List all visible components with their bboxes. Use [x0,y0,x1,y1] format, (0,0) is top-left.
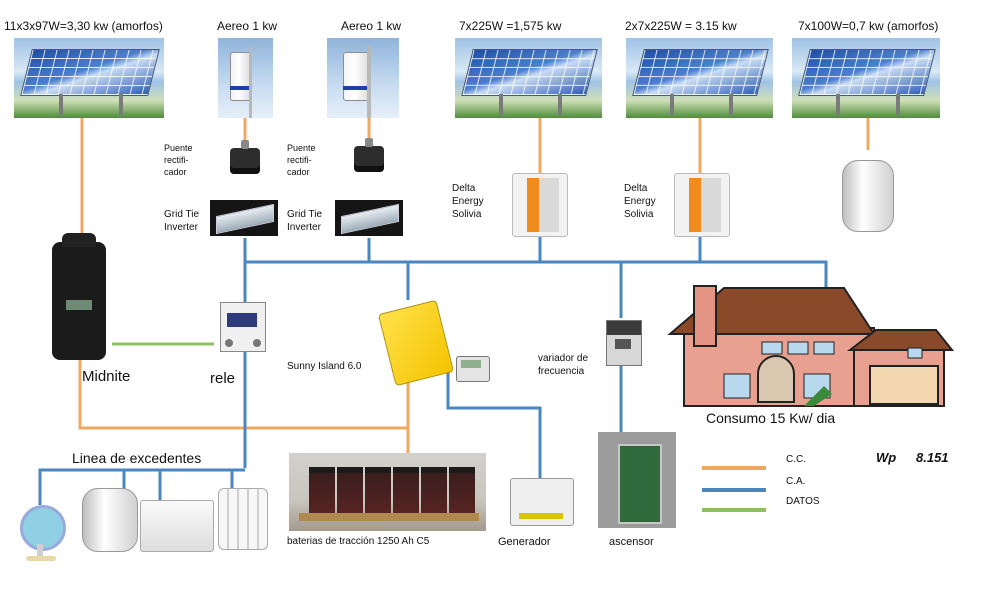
wp-value: 8.151 [916,450,949,465]
puente-1-label: Puente rectifi- cador [164,143,193,177]
rele-label: rele [210,370,236,387]
grid-tie-2-label: Grid Tie Inverter [287,209,323,233]
delta-1-label: Delta Energy Solivia [452,183,484,220]
panel-7x225-label: 7x225W =1,575 kw [459,19,562,33]
frequency-drive-icon [606,320,642,366]
wp-label: Wp [876,450,897,465]
radiator-icon [218,488,268,550]
fan-stand [37,544,43,558]
remote-display-icon [456,356,490,382]
sunny-island-label: Sunny Island 6.0 [287,361,362,372]
excedentes-label: Linea de excedentes [72,450,202,466]
aereo-2-label: Aereo 1 kw [341,19,402,33]
solar-panel-photo [14,38,164,118]
rectifier-bridge-icon [230,140,260,174]
fan-base [26,556,56,561]
rectifier-bridge-icon [354,138,384,172]
battery-bank-photo [289,453,486,531]
house-illustration [667,285,954,407]
water-heater-icon [82,488,138,552]
solar-panel-photo [626,38,773,118]
variador-label: variador de frecuencia [538,353,589,377]
legend-cc-label: C.C. [786,454,806,465]
delta-inverter-icon [674,173,730,237]
grid-tie-inverter-icon [210,200,278,236]
baterias-label: baterias de tracción 1250 Ah C5 [287,536,430,547]
grid-tie-1-label: Grid Tie Inverter [164,209,200,233]
wind-turbine-photo [327,38,399,118]
consumo-label: Consumo 15 Kw/ dia [706,410,836,426]
solar-panel-photo [455,38,602,118]
water-heater-icon [842,160,894,232]
generador-label: Generador [498,536,551,548]
amorfos-right-label: 7x100W=0,7 kw (amorfos) [798,19,939,33]
amorfos-left-label: 11x3x97W=3,30 kw (amorfos) [4,19,163,33]
legend-datos-label: DATOS [786,496,820,507]
delta-2-label: Delta Energy Solivia [624,183,656,220]
grid-tie-inverter-icon [335,200,403,236]
panel-2x7x225-label: 2x7x225W = 3.15 kw [625,19,737,33]
legend-datos-line [702,508,766,512]
puente-2-label: Puente rectifi- cador [287,143,316,177]
legend-ca-line [702,488,766,492]
legend-cc-line [702,466,766,470]
midnite-label: Midnite [82,368,131,385]
solid-state-relay-icon [220,302,266,352]
fan-icon [20,505,66,551]
aereo-1-label: Aereo 1 kw [217,19,278,33]
heater-icon [140,500,214,552]
legend-ca-label: C.A. [786,476,806,487]
generator-icon [510,478,574,526]
ascensor-label: ascensor [609,536,654,548]
charge-controller-icon [52,233,106,360]
elevator-photo [598,432,676,528]
solar-panel-photo [792,38,940,118]
wind-turbine-photo [218,38,273,118]
delta-inverter-icon [512,173,568,237]
